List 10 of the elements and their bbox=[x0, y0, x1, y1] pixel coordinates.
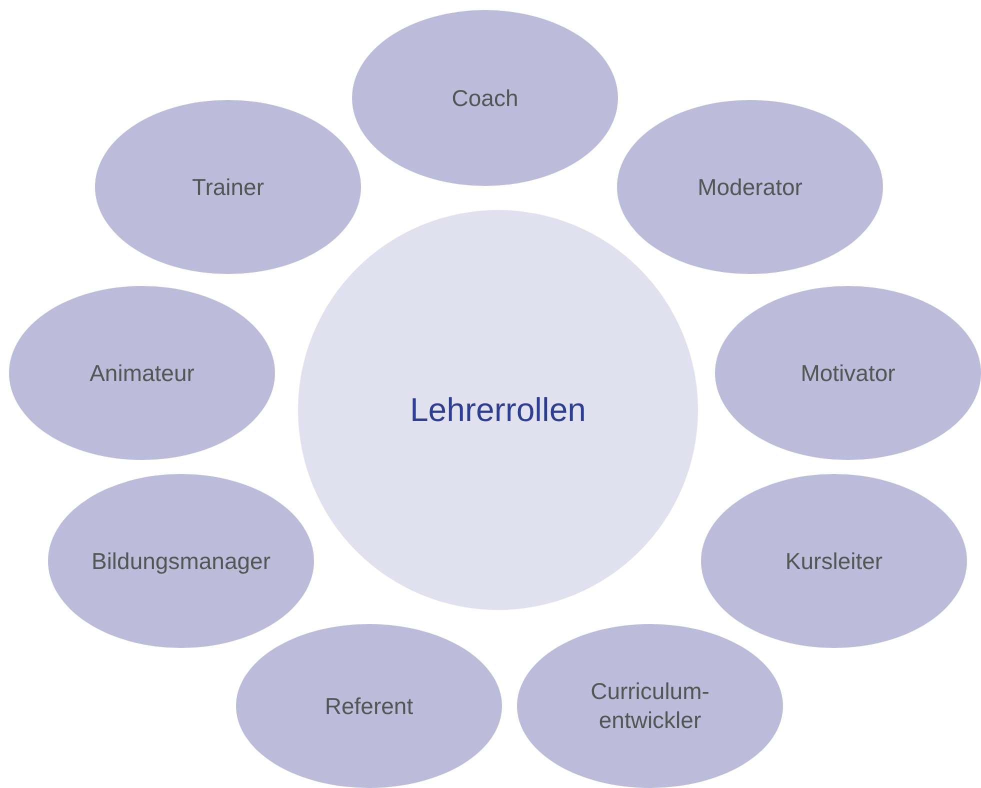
role-label: Trainer bbox=[192, 172, 264, 202]
role-label: Referent bbox=[324, 692, 414, 720]
role-label: Bildungsmanager bbox=[91, 546, 270, 576]
role-label: Kursleiter bbox=[785, 546, 883, 576]
role-label: Motivator bbox=[800, 358, 896, 388]
role-label: Animateur bbox=[90, 358, 194, 388]
role-label: Moderator bbox=[698, 172, 802, 202]
role-label: Coach bbox=[452, 84, 518, 112]
role-label: Curriculum- entwickler bbox=[590, 677, 710, 735]
center-label: Lehrerrollen bbox=[410, 390, 586, 430]
